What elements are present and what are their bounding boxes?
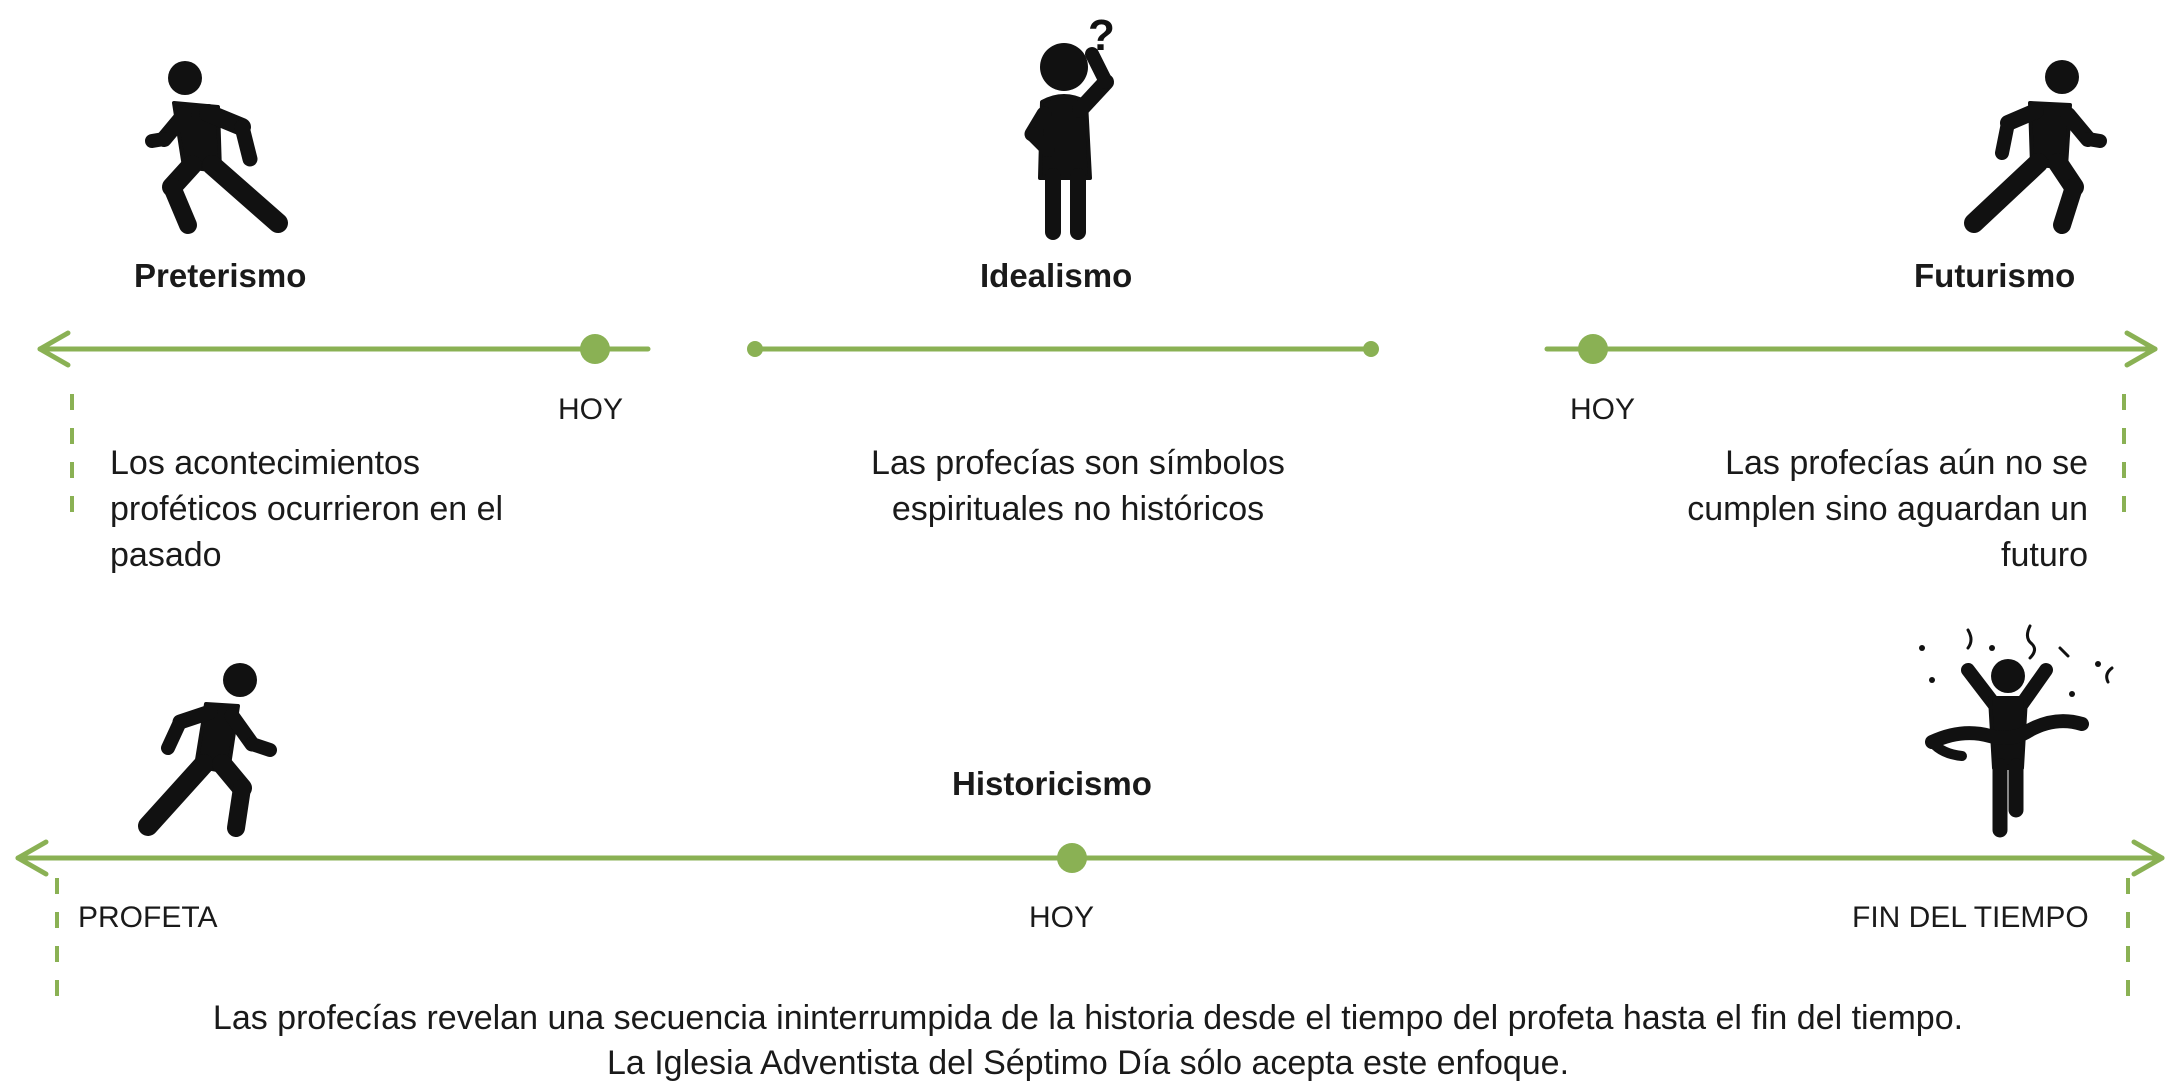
preterismo-arrowhead xyxy=(37,330,71,368)
preterismo-hoy-label: HOY xyxy=(558,393,624,426)
thinking-person-icon: ? xyxy=(1024,11,1115,240)
historicismo-description-line2: La Iglesia Adventista del Séptimo Día só… xyxy=(606,1044,1570,1082)
historicismo-hoy-dot xyxy=(1057,843,1087,873)
fin-del-tiempo-label: FIN DEL TIEMPO xyxy=(1852,901,2089,934)
futurismo-arrowhead xyxy=(2124,330,2158,368)
idealismo-title: Idealismo xyxy=(980,257,1133,294)
historicismo-description-line1: Las profecías revelan una secuencia inin… xyxy=(212,999,1964,1037)
historicismo-title: Historicismo xyxy=(952,765,1152,802)
profeta-label: PROFETA xyxy=(78,901,218,934)
running-person-icon xyxy=(138,663,277,837)
futurismo-description: Las profecías aún no se cumplen sino agu… xyxy=(1687,444,2088,574)
futurismo-hoy-dot xyxy=(1578,334,1608,364)
finish-line-person-icon xyxy=(1919,624,2114,838)
walking-person-icon xyxy=(1964,60,2107,234)
preterismo-description: Los acontecimientos proféticos ocurriero… xyxy=(110,444,504,574)
futurismo-hoy-label: HOY xyxy=(1570,393,1636,426)
preterismo-title: Preterismo xyxy=(134,257,307,294)
idealismo-description: Las profecías son símbolos espirituales … xyxy=(871,444,1285,528)
historicismo-right-arrowhead xyxy=(2131,839,2165,877)
idealismo-start-dot xyxy=(747,341,763,357)
preterismo-hoy-dot xyxy=(580,334,610,364)
historicismo-hoy-label: HOY xyxy=(1029,901,1095,934)
historicismo-left-arrowhead xyxy=(15,839,49,877)
futurismo-title: Futurismo xyxy=(1914,257,2076,294)
idealismo-end-dot xyxy=(1363,341,1379,357)
walking-person-icon xyxy=(145,61,288,234)
